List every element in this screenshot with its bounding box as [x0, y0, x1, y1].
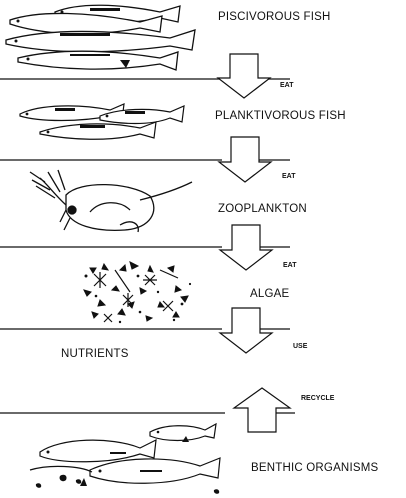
down-arrow-icon — [217, 136, 273, 183]
level-label-benthic: BENTHIC ORGANISMS — [251, 462, 379, 474]
up-arrow-icon — [232, 387, 292, 433]
arrow-label-eat-1: EAT — [280, 82, 294, 89]
level-label-planktivorous: PLANKTIVOROUS FISH — [215, 110, 346, 122]
down-arrow-icon — [216, 53, 272, 99]
level-label-nutrients: NUTRIENTS — [61, 348, 129, 360]
arrow-label-eat-3: EAT — [283, 262, 297, 269]
arrow-label-eat-2: EAT — [282, 173, 296, 180]
arrow-label-recycle: RECYCLE — [301, 395, 335, 402]
arrow-label-use: USE — [293, 343, 308, 350]
level-label-algae: ALGAE — [250, 288, 290, 300]
down-arrow-icon — [218, 307, 274, 354]
level-label-piscivorous: PISCIVOROUS FISH — [218, 11, 331, 23]
zooplankton-drawing — [29, 169, 193, 233]
down-arrow-icon — [218, 224, 274, 271]
level-label-zooplankton: ZOOPLANKTON — [218, 203, 307, 215]
planktivorous-fish-drawing — [19, 103, 185, 140]
piscivorous-fish-drawing — [5, 4, 196, 71]
benthic-organisms-drawing — [29, 422, 221, 494]
algae-drawing — [83, 261, 192, 324]
